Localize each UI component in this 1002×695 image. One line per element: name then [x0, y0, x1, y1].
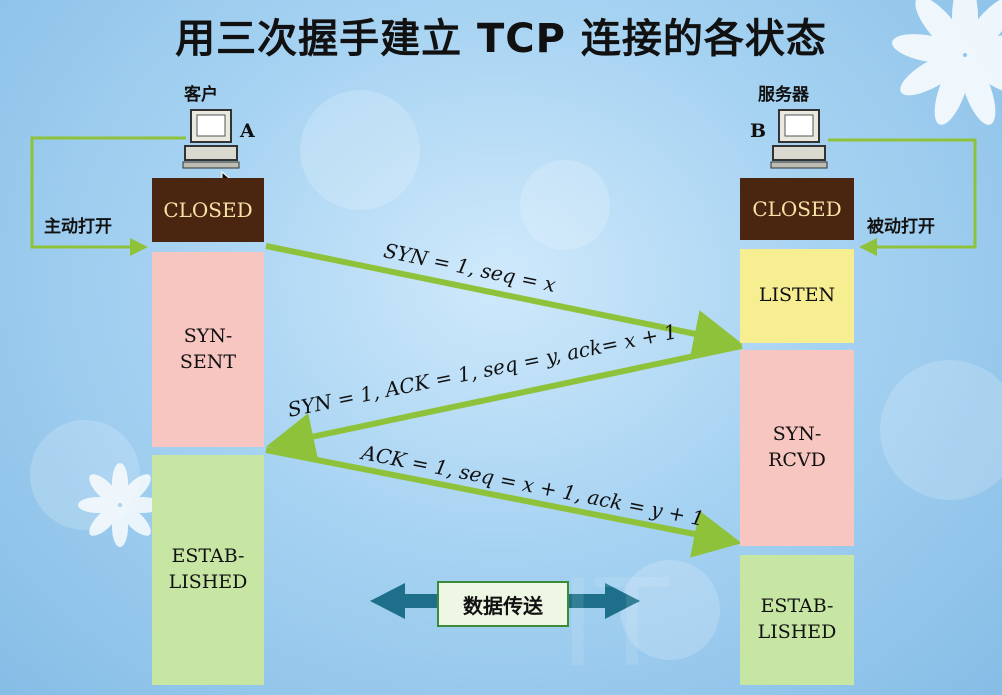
server-letter: B: [750, 120, 767, 142]
watermark-shape: IT: [560, 555, 669, 694]
server-open-arrow: [828, 138, 977, 256]
server-state-closed: CLOSED: [740, 178, 854, 240]
diagram-title: 用三次握手建立 TCP 连接的各状态: [175, 16, 827, 62]
server-computer-icon: [770, 109, 828, 169]
server-passive-open-label: 被动打开: [867, 217, 935, 237]
syn-ack-arrow: [266, 343, 743, 461]
background-bokeh: [620, 560, 720, 660]
daisy-decoration-icon: [892, 0, 1002, 125]
client-state-established: ESTAB- LISHED: [152, 455, 264, 685]
client-label: 客户: [184, 85, 218, 105]
data-transfer-arrow: [370, 583, 640, 619]
client-state-syn-sent: SYN- SENT: [152, 252, 264, 447]
daisy-decoration-icon: [78, 463, 162, 547]
syn-arrow: [265, 243, 742, 358]
client-active-open-label: 主动打开: [44, 217, 112, 237]
background-bokeh: [520, 160, 610, 250]
client-computer-icon: [182, 109, 240, 169]
client-letter: A: [240, 120, 255, 142]
background-bokeh: [300, 90, 420, 210]
client-open-arrow: [30, 136, 186, 256]
background-bokeh: [880, 360, 1002, 500]
server-state-established: ESTAB- LISHED: [740, 555, 854, 685]
ack-arrow: [265, 447, 742, 558]
client-state-closed: CLOSED: [152, 178, 264, 242]
server-label: 服务器: [758, 85, 809, 105]
server-state-listen: LISTEN: [740, 249, 854, 343]
server-state-syn-rcvd: SYN- RCVD: [740, 350, 854, 546]
data-transfer-label: 数据传送: [437, 581, 569, 627]
